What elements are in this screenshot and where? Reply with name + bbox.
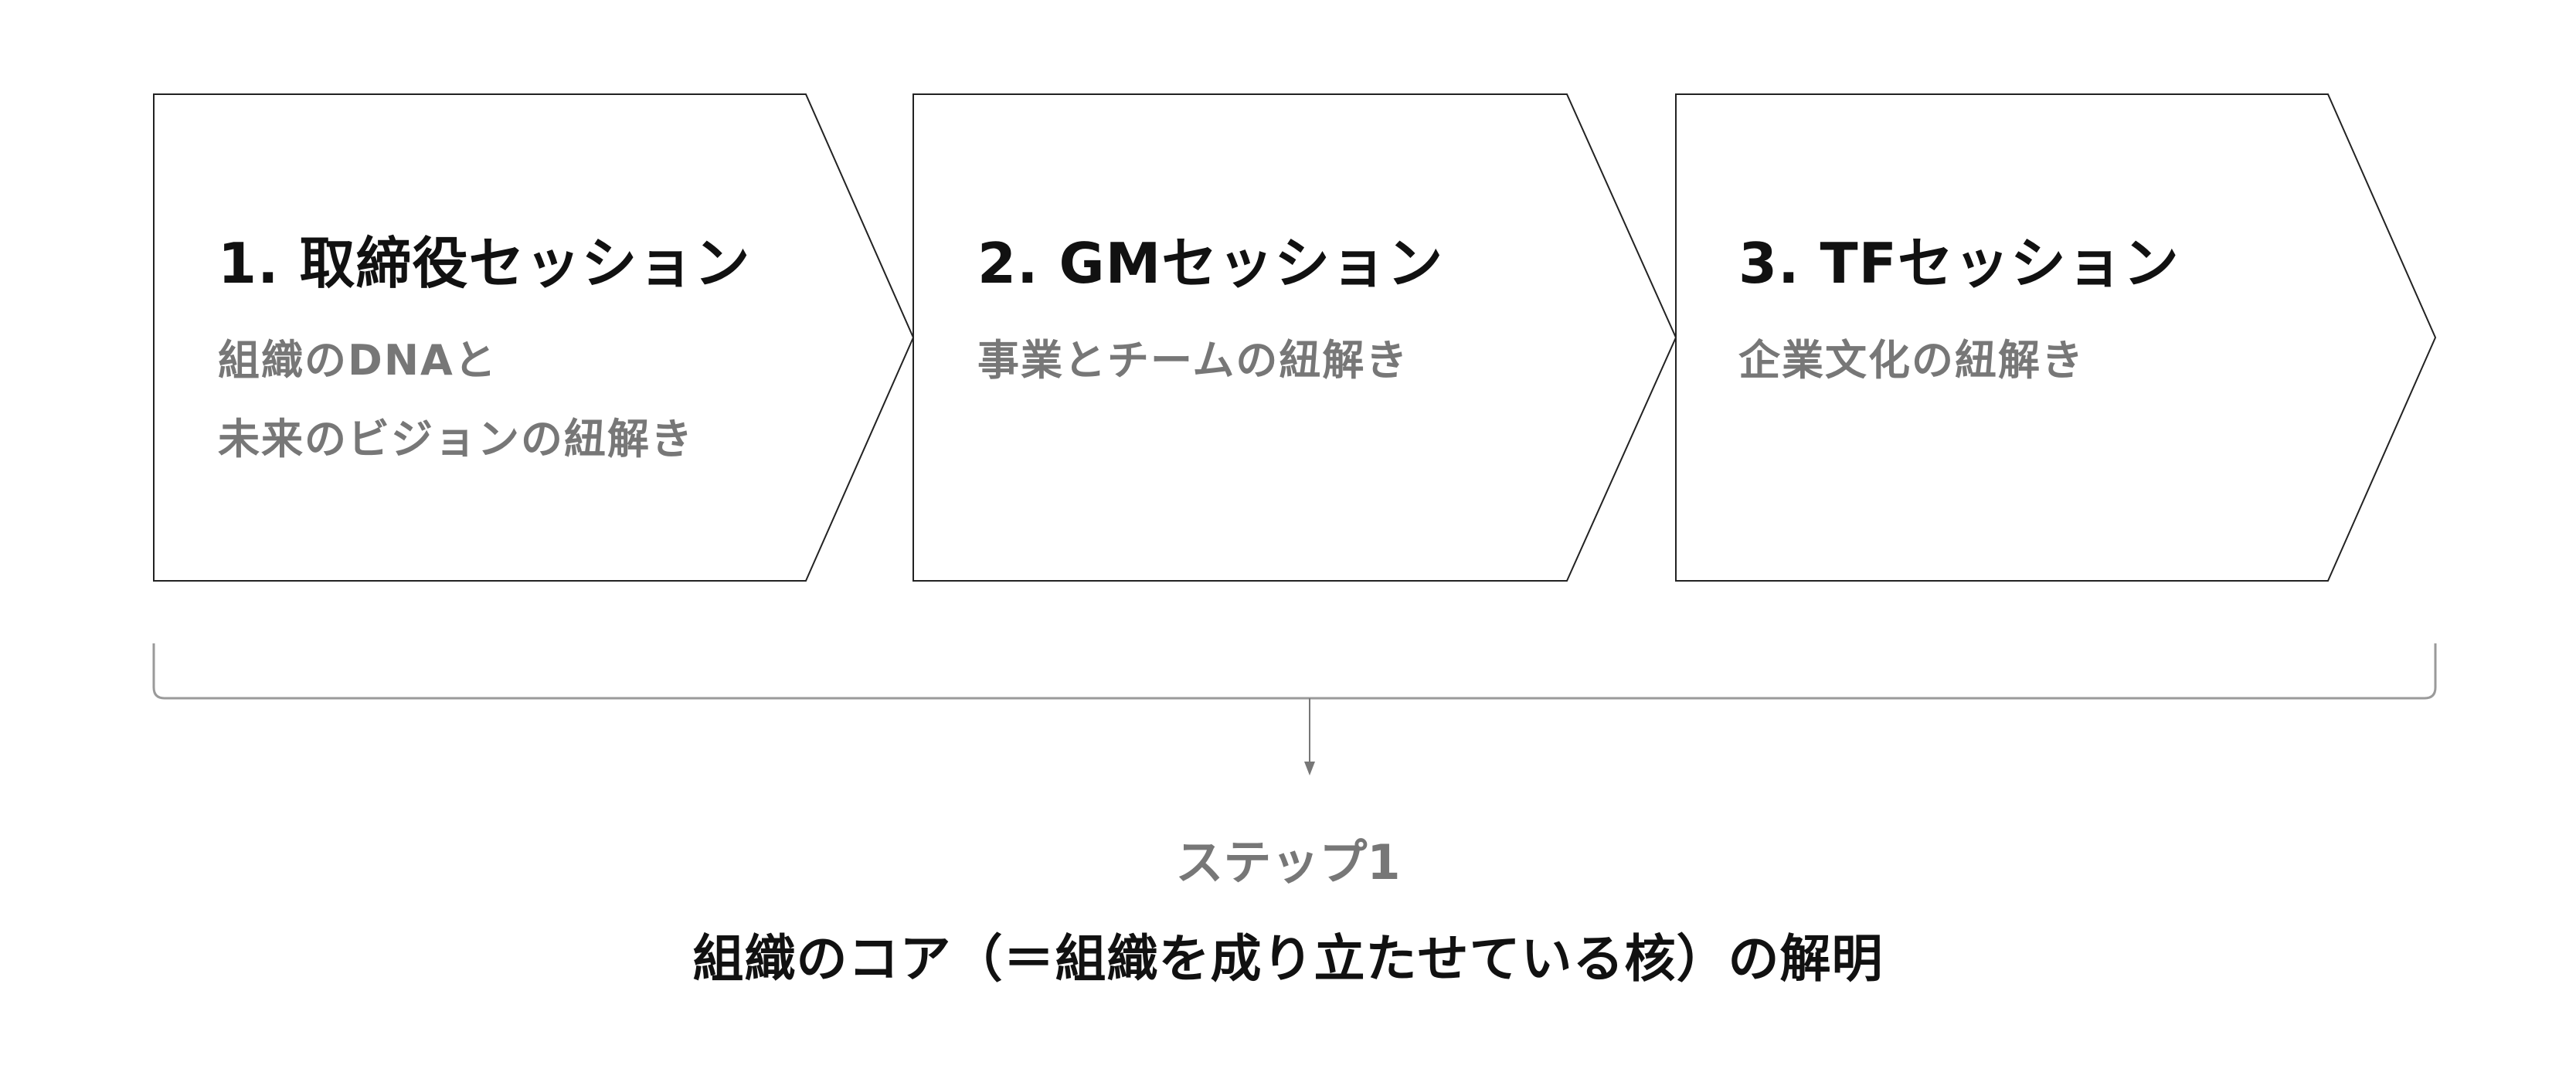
grouping-bracket [152, 643, 2437, 700]
session-1-title: 1. 取締役セッション [218, 231, 751, 296]
session-2-description: 事業とチームの紐解き [977, 336, 1409, 385]
session-1-description: 組織のDNAと 未来のビジョンの紐解き [218, 336, 694, 463]
session-2-title: 2. GMセッション [977, 231, 1444, 296]
session-1-chevron [153, 93, 915, 582]
arrow-head-icon [1304, 762, 1315, 775]
session-2-chevron [912, 93, 1677, 582]
step-summary: 組織のコア（＝組織を成り立たせている核）の解明 [692, 929, 1884, 989]
session-3-description: 企業文化の紐解き [1738, 336, 2085, 385]
session-3-chevron [1675, 93, 2437, 582]
step-label: ステップ1 [1175, 834, 1401, 891]
session-3-title: 3. TFセッション [1738, 231, 2180, 296]
